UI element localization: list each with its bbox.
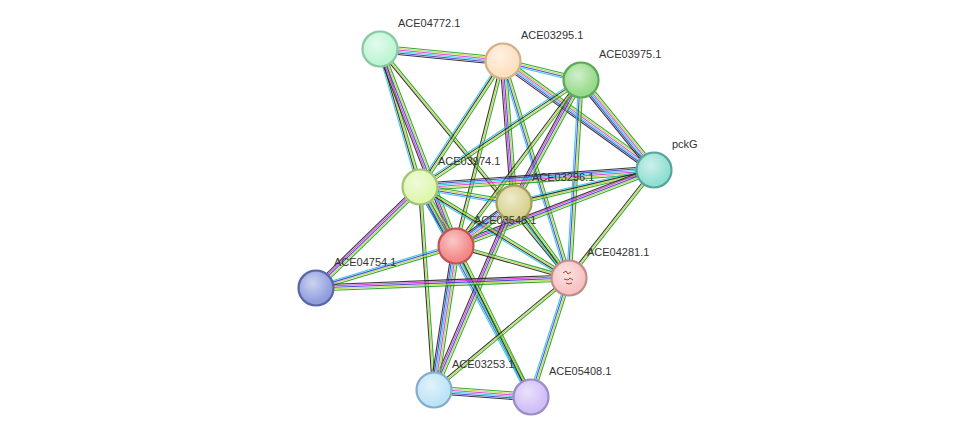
interaction-edge (333, 249, 440, 285)
protein-node: ACE04754.1 (298, 270, 334, 306)
node-circle (561, 60, 601, 100)
evidence-line (473, 176, 637, 239)
protein-node: ACE04281.1 (551, 260, 587, 296)
interaction-edge (420, 205, 435, 372)
evidence-line (447, 288, 554, 377)
node-label: ACE04772.1 (398, 17, 460, 30)
protein-node: ACE04772.1 (362, 31, 398, 67)
node-label: ACE04281.1 (587, 246, 649, 259)
evidence-line (474, 249, 552, 271)
evidence-line (421, 205, 433, 372)
evidence-line (334, 276, 551, 285)
interaction-edge (334, 276, 551, 291)
evidence-line (472, 175, 636, 238)
protein-node: pckG (636, 152, 672, 188)
node-circle (414, 370, 454, 410)
evidence-line (595, 92, 645, 154)
evidence-line (589, 96, 639, 158)
protein-node: ACE03295.1 (485, 43, 521, 79)
evidence-line (386, 66, 449, 229)
node-label: ACE05408.1 (549, 365, 611, 378)
node-label: ACE03974.1 (438, 155, 500, 168)
evidence-line (435, 89, 566, 176)
evidence-line (328, 198, 406, 274)
evidence-line (452, 395, 513, 399)
node-circle (511, 377, 551, 417)
evidence-line (333, 250, 439, 282)
evidence-line (333, 252, 439, 284)
protein-node: ACE03548.1 (438, 228, 474, 264)
evidence-line (438, 169, 636, 183)
interaction-edge (438, 218, 509, 374)
evidence-line (387, 66, 417, 169)
evidence-line (521, 63, 564, 73)
node-circle (400, 167, 440, 207)
protein-node: ACE03253.1 (416, 372, 452, 408)
node-label: ACE03296.1 (532, 171, 594, 184)
interaction-edge (398, 47, 486, 63)
evidence-line (329, 200, 407, 276)
node-circle (549, 258, 589, 298)
node-circle (634, 150, 674, 190)
interaction-edge (383, 66, 417, 171)
evidence-line (334, 277, 551, 286)
evidence-line (592, 94, 642, 156)
evidence-line (398, 53, 485, 62)
evidence-line (434, 88, 565, 175)
evidence-line (435, 91, 566, 178)
evidence-line (591, 95, 641, 157)
node-circle (296, 268, 336, 308)
node-label: ACE03253.1 (452, 358, 514, 371)
evidence-line (420, 205, 432, 372)
evidence-line (594, 93, 644, 155)
node-label: pckG (672, 138, 698, 151)
node-circle (436, 226, 476, 266)
interaction-edge (459, 78, 500, 229)
interaction-edge (384, 65, 453, 231)
evidence-line (398, 54, 485, 63)
node-label: ACE04754.1 (334, 256, 396, 269)
evidence-line (386, 66, 416, 169)
evidence-line (473, 251, 551, 273)
evidence-line (593, 94, 643, 156)
interaction-edge (452, 388, 514, 400)
evidence-line (438, 171, 636, 185)
protein-node: ACE03974.1 (402, 169, 438, 205)
interaction-edge (473, 249, 552, 274)
node-label: ACE03548.1 (474, 214, 536, 227)
protein-node: ACE05408.1 (513, 379, 549, 415)
evidence-line (327, 197, 405, 273)
evidence-line (438, 191, 497, 201)
node-circle (483, 41, 523, 81)
node-label: ACE03975.1 (599, 48, 661, 61)
protein-node: ACE03975.1 (563, 62, 599, 98)
node-label: ACE03295.1 (521, 29, 583, 42)
node-circle (360, 29, 400, 69)
interaction-edge (434, 88, 568, 179)
interaction-edge (589, 92, 645, 159)
evidence-line (459, 78, 497, 228)
interaction-edge (472, 174, 639, 243)
evidence-line (333, 249, 439, 281)
evidence-line (473, 252, 551, 274)
evidence-line (423, 205, 435, 372)
